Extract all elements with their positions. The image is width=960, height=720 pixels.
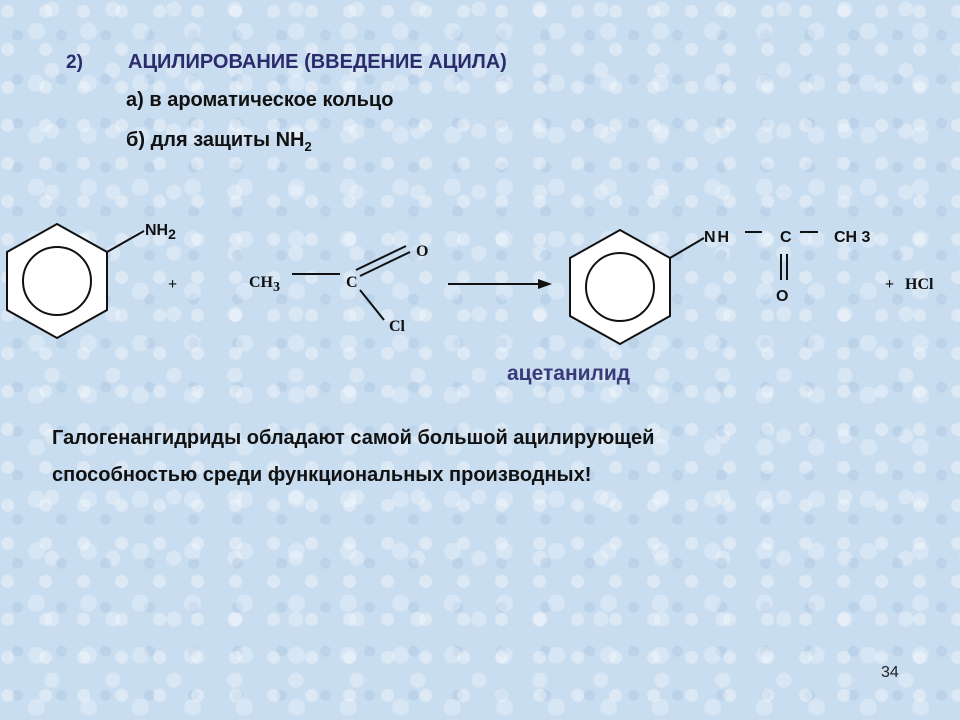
slide-heading: АЦИЛИРОВАНИЕ (ВВЕДЕНИЕ АЦИЛА): [128, 51, 507, 73]
bond-c-cl: [359, 289, 385, 321]
acetyl-chloride-structure: CH3 C O Cl: [249, 243, 428, 335]
note-line-2: способностью среди функциональных произв…: [52, 464, 592, 486]
ch3-label: CH3: [249, 274, 280, 295]
bond-c-o-1: [355, 245, 407, 271]
note-line-1: Галогенангидриды обладают самой большой …: [52, 427, 655, 449]
item-a: а) в ароматическое кольцо: [126, 89, 394, 111]
nh-label: NH: [704, 229, 731, 246]
bond-ring-nh2: [106, 230, 145, 253]
page-number: 34: [881, 664, 899, 681]
aniline-structure: NH2: [6, 222, 176, 340]
nh2-label: NH2: [145, 222, 176, 242]
item-b-subscript: 2: [304, 139, 312, 154]
aromatic-circle-product: [585, 252, 655, 322]
item-b: б) для защиты NH2: [126, 129, 312, 154]
plus-sign-1: +: [168, 276, 177, 293]
product-ch3-label: CH 3: [834, 229, 871, 246]
hcl-label: HCl: [905, 276, 934, 293]
aromatic-circle-reactant: [22, 246, 92, 316]
chlorine-label: Cl: [389, 318, 406, 335]
product-name: ацетанилид: [507, 362, 631, 385]
reaction-arrow: [448, 279, 552, 289]
bond-ring-nh: [669, 237, 705, 259]
oxygen-label: O: [416, 243, 428, 260]
carbonyl-c-label: C: [346, 274, 358, 291]
product-c-label: C: [780, 229, 792, 246]
plus-sign-2: +: [885, 276, 894, 293]
product-o-label: O: [776, 288, 788, 305]
acetanilide-structure: NH C CH 3 O: [569, 228, 871, 346]
bond-c-o-2: [359, 251, 411, 277]
list-number: 2): [66, 52, 83, 73]
item-b-text: б) для защиты NH: [126, 129, 305, 151]
